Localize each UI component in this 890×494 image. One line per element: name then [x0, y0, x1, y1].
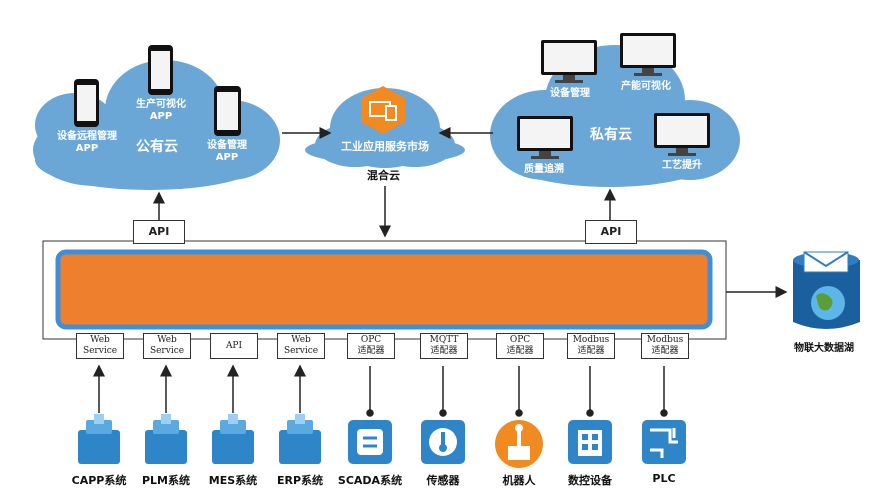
- data-lake-icon: [793, 251, 860, 329]
- plm-system-icon: [145, 414, 187, 464]
- adapter-line2: Service: [149, 346, 185, 356]
- app-label-line2: APP: [215, 152, 239, 163]
- adapter-line2: 适配器: [651, 346, 679, 356]
- phone-icon: [74, 79, 99, 127]
- source-connectors: [93, 364, 668, 417]
- sensor-icon: [421, 420, 465, 464]
- app-label-line2: APP: [149, 111, 173, 122]
- plc-icon: [642, 420, 686, 464]
- app-label-line1: 生产可视化: [136, 99, 186, 110]
- private-cloud-title: 私有云: [590, 127, 632, 143]
- phone-icon: [148, 45, 173, 95]
- adapter-line2: 适配器: [357, 346, 385, 356]
- source-label-capp: CAPP系统: [71, 474, 127, 487]
- api-box-left: API: [133, 220, 185, 244]
- source-label-sensor: 传感器: [426, 474, 460, 487]
- source-label-robot: 机器人: [502, 474, 536, 487]
- source-label-erp: ERP系统: [276, 474, 324, 487]
- source-label-scada: SCADA系统: [337, 474, 403, 487]
- phone-icon: [214, 86, 241, 136]
- app-label-line1: 设备管理: [207, 140, 247, 151]
- monitor-icon: [654, 113, 710, 156]
- private-item-capacity: 产能可视化: [621, 81, 671, 92]
- adapter-line1: Modbus: [572, 335, 610, 345]
- adapter-line2: 适配器: [577, 346, 605, 356]
- capp-system-icon: [78, 414, 120, 464]
- adapter-line1: Web: [157, 335, 177, 345]
- adapter-line2: 适配器: [506, 346, 534, 356]
- app-label-line2: APP: [75, 143, 99, 154]
- adapter-line1: Web: [291, 335, 311, 345]
- hexagon-market-icon: [361, 86, 405, 134]
- erp-system-icon: [279, 414, 321, 464]
- monitor-icon: [620, 33, 676, 76]
- private-item-device: 设备管理: [550, 88, 590, 99]
- public-cloud-title: 公有云: [136, 139, 178, 155]
- source-label-plc: PLC: [652, 472, 676, 485]
- source-label-mes: MES系统: [208, 474, 258, 487]
- monitor-icon: [541, 40, 597, 83]
- private-item-quality: 质量追溯: [524, 164, 564, 175]
- platform-bar: [55, 249, 713, 330]
- app-label-remote: 设备远程管理 APP: [52, 131, 122, 155]
- adapter-line1: OPC: [509, 335, 531, 345]
- adapter-line1: MQTT: [429, 335, 459, 345]
- adapter-line2: 适配器: [430, 346, 458, 356]
- adapter-line1: OPC: [360, 335, 382, 345]
- mes-system-icon: [212, 414, 254, 464]
- cnc-device-icon: [568, 420, 612, 464]
- monitor-icon: [517, 116, 573, 159]
- source-label-plm: PLM系统: [141, 474, 191, 487]
- adapter-line2: Service: [82, 346, 118, 356]
- adapter-line1: API: [225, 340, 243, 351]
- api-box-right: API: [585, 220, 637, 244]
- adapter-line2: Service: [283, 346, 319, 356]
- app-label-visual: 生产可视化 APP: [126, 99, 196, 123]
- robot-icon: [495, 420, 543, 468]
- data-lake-label: 物联大数据湖: [794, 343, 854, 354]
- app-label-line1: 设备远程管理: [57, 131, 117, 142]
- market-label: 工业应用服务市场: [341, 140, 429, 153]
- hybrid-cloud-title: 混合云: [367, 169, 400, 182]
- private-item-process: 工艺提升: [662, 160, 702, 171]
- adapter-box: API: [210, 333, 258, 359]
- adapter-line1: Web: [90, 335, 110, 345]
- scada-system-icon: [348, 420, 392, 464]
- adapter-line1: Modbus: [646, 335, 684, 345]
- app-label-device: 设备管理 APP: [192, 140, 262, 164]
- public-cloud-shape: [33, 60, 280, 190]
- source-label-cnc: 数控设备: [568, 474, 612, 487]
